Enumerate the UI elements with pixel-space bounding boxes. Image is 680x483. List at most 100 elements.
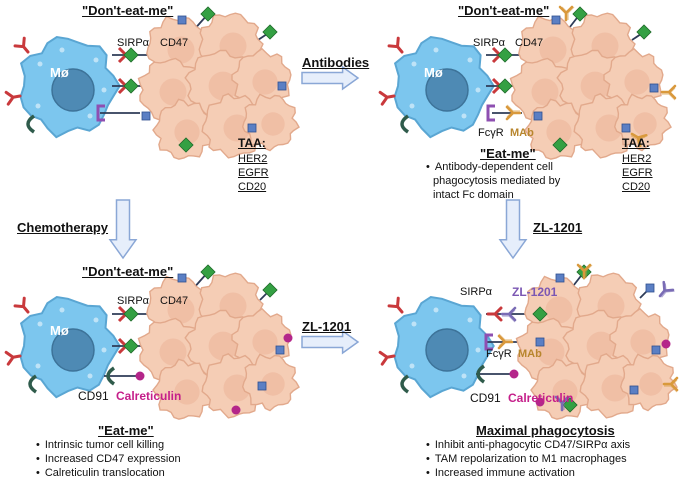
- tumor-nucleus: [159, 78, 187, 106]
- mab-antibody-icon: [662, 376, 679, 393]
- tr-sirpa-label: SIRPα: [473, 37, 506, 49]
- cd91-receptor-icon: [106, 366, 116, 386]
- tumor-nucleus: [630, 329, 656, 355]
- taa-antigen-icon: [645, 283, 655, 293]
- antibody-shape-outline: [561, 6, 575, 20]
- calreticulin-icon: [661, 339, 671, 349]
- tumor-nucleus: [261, 372, 285, 396]
- tumor-nucleus: [539, 36, 567, 64]
- fcgr-receptor-icon: [486, 104, 495, 122]
- cd91-receptor-icon: [26, 114, 36, 134]
- arrow-down-icon: [108, 199, 138, 260]
- macrophage-vesicle: [475, 87, 481, 93]
- tumor-nucleus: [174, 119, 200, 145]
- receptor-shape: [13, 36, 30, 54]
- sirpa-receptor-icon: [13, 296, 30, 314]
- br-zl1201-label: ZL-1201: [512, 285, 558, 299]
- taa-antigen-icon: [649, 83, 659, 93]
- receptor-shape: [378, 90, 396, 106]
- tumor-nucleus: [633, 112, 657, 136]
- macrophage-nucleus: [425, 328, 469, 372]
- calreticulin-icon: [509, 369, 519, 379]
- bl-eat-me-header: "Eat-me": [98, 423, 154, 438]
- chemotherapy-arrow-label: Chemotherapy: [17, 220, 109, 235]
- taa-antigen-icon: [177, 15, 187, 25]
- taa-antigen-icon: [177, 273, 187, 283]
- cd47-ligand-icon: [200, 6, 216, 22]
- br-bullet: Increased immune activation: [426, 467, 630, 481]
- sirpa-receptor-icon: [4, 350, 22, 366]
- macrophage-vesicle: [411, 321, 417, 327]
- cd47-ligand-icon: [262, 282, 278, 298]
- sirpa-receptor-icon: [4, 90, 22, 106]
- br-cd91-label: CD91: [470, 391, 501, 405]
- tumor-nucleus: [546, 119, 572, 145]
- macrophage-vesicle: [475, 347, 481, 353]
- tr-dont-eat-me-header: "Don't-eat-me": [458, 3, 550, 18]
- br-maximal-phagocytosis-header: Maximal phagocytosis: [476, 423, 615, 438]
- tr-eat-me-bullet: Antibody-dependent cell: [426, 161, 553, 175]
- macrophage-vesicle: [87, 373, 93, 379]
- macrophage-vesicle: [461, 373, 467, 379]
- antibody-shape: [660, 84, 677, 100]
- bl-cd91-label: CD91: [78, 389, 109, 403]
- fcgr-receptor-icon: [484, 333, 493, 351]
- br-bullet: TAM repolarization to M1 macrophages: [426, 453, 630, 467]
- sirpa-receptor-icon: [387, 296, 404, 314]
- arrow-right-icon: [301, 329, 360, 355]
- macrophage-vesicle: [433, 47, 439, 53]
- tumor-nucleus: [580, 71, 610, 101]
- arrow-down-icon: [498, 199, 528, 260]
- fcgr-receptor-icon: [96, 104, 105, 122]
- tl-taa-title: TAA:: [238, 136, 266, 150]
- cd47-ligand-icon: [497, 78, 513, 94]
- tr-eat-me-bullet-line2: phagocytosis mediated by: [433, 175, 561, 187]
- br-bullets: Inhibit anti-phagocytic CD47/SIRPα axis …: [426, 439, 630, 480]
- receptor-shape: [378, 350, 396, 366]
- antibody-shape-outline: [498, 333, 512, 347]
- antibody-shape: [558, 5, 574, 22]
- zl1201-vertical-arrow-label: ZL-1201: [533, 220, 583, 235]
- tr-taa-egfr: EGFR: [622, 167, 653, 179]
- cd47-ligand-icon: [200, 264, 216, 280]
- taa-antigen-icon: [629, 385, 639, 395]
- taa-antigen-icon: [275, 345, 285, 355]
- receptor-shape: [387, 36, 404, 54]
- tr-eat-me-bullets: Antibody-dependent cell: [426, 161, 553, 175]
- tumor-nucleus: [639, 372, 663, 396]
- macrophage-nucleus: [51, 68, 95, 112]
- tl-taa-her2: HER2: [238, 153, 268, 165]
- receptor-shape: [4, 350, 22, 366]
- tumor-nucleus: [624, 69, 650, 95]
- mab-antibody-icon: [630, 132, 648, 148]
- receptor-shape: [13, 296, 30, 314]
- macrophage-vesicle: [409, 103, 415, 109]
- antibody-shape-outline: [662, 87, 676, 101]
- tl-taa-egfr: EGFR: [238, 167, 269, 179]
- taa-antigen-icon: [555, 273, 565, 283]
- antibody-shape-outline: [579, 264, 593, 278]
- tumor-nucleus: [252, 69, 278, 95]
- mab-antibody-icon: [558, 5, 575, 22]
- tumor-nucleus: [174, 379, 200, 405]
- receptor-shape: [486, 306, 503, 322]
- macrophage-vesicle: [93, 57, 99, 63]
- sirpa-receptor-icon: [378, 90, 396, 106]
- bl-dont-eat-me-header: "Don't-eat-me": [82, 264, 174, 279]
- macrophage-vesicle: [59, 307, 65, 313]
- taa-antigen-icon: [141, 111, 151, 121]
- macrophage-layer: [19, 35, 495, 399]
- sirpa-receptor-icon: [13, 36, 30, 54]
- macrophage-nucleus: [51, 328, 95, 372]
- tr-mab-label: MAb: [510, 127, 534, 139]
- mab-antibody-icon: [660, 84, 677, 101]
- antibody-shape-outline: [661, 283, 675, 298]
- mab-antibody-icon: [576, 263, 593, 280]
- receptors-and-ligands-layer: [4, 5, 679, 415]
- tr-macrophage-label: Mø: [424, 65, 443, 80]
- sirpa-receptor-icon: [387, 36, 404, 54]
- tumor-nucleus: [208, 71, 238, 101]
- macrophage-vesicle: [37, 61, 43, 67]
- macrophage-vesicle: [59, 47, 65, 53]
